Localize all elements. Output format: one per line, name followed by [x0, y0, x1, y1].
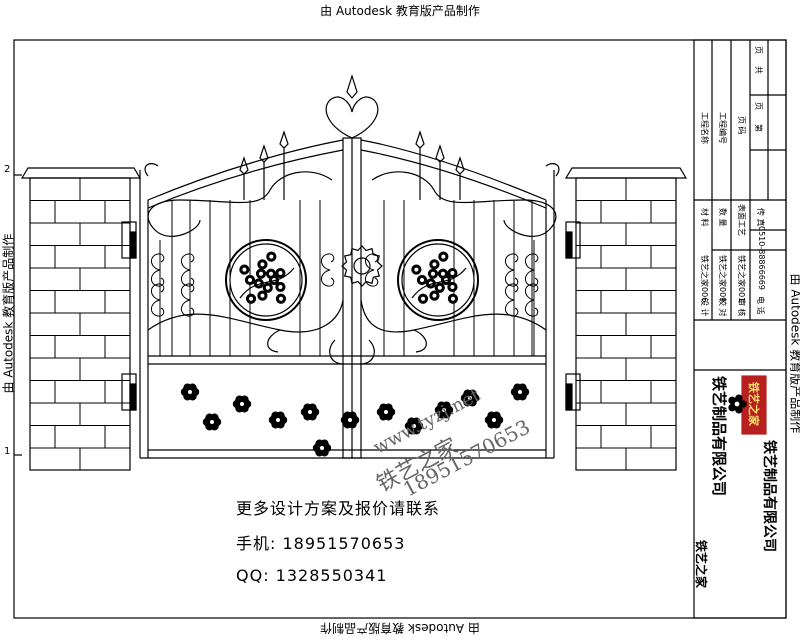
- c-scroll: [321, 253, 335, 271]
- page-label: 页 码: [737, 116, 746, 135]
- c-scroll: [181, 299, 195, 317]
- logo-petal: [728, 396, 736, 405]
- medallion-vine: [239, 267, 295, 299]
- spear-tip: [239, 156, 249, 175]
- quantity-label: 数 量: [718, 208, 727, 227]
- spear-tip: [259, 144, 269, 163]
- floral-medallion-left: [225, 239, 307, 321]
- c-scroll: [321, 269, 335, 287]
- c-scroll: [181, 283, 195, 301]
- rosette-center: [516, 388, 524, 396]
- page-unit: 页: [754, 46, 763, 54]
- c-scroll: [181, 253, 195, 271]
- contact-heading: 更多设计方案及报价请联系: [236, 499, 441, 518]
- c-scroll: [181, 269, 195, 287]
- right-pillar: [564, 167, 688, 471]
- c-scroll: [525, 269, 539, 287]
- c-scrolls: [151, 253, 539, 317]
- left-pillar: [20, 167, 142, 471]
- c-scroll: [151, 269, 165, 287]
- company-logo: [728, 375, 767, 435]
- logo-center: [733, 400, 741, 408]
- rosette-center: [186, 388, 194, 396]
- margin-mark: 1: [4, 446, 11, 457]
- gate-frame: [139, 137, 555, 459]
- check-value: 铁艺之家009: [718, 255, 727, 303]
- c-scroll: [525, 299, 539, 317]
- rosette-center: [440, 406, 448, 414]
- c-scroll: [151, 299, 165, 317]
- gate-arch: [147, 139, 547, 209]
- c-scroll: [505, 253, 519, 271]
- spear-tip: [415, 130, 425, 149]
- review-value: 铁艺之家001: [737, 255, 746, 303]
- tel-label: 电 话: [756, 296, 765, 315]
- rosette-center: [382, 408, 390, 416]
- rosette-center: [346, 416, 354, 424]
- c-scroll: [525, 283, 539, 301]
- title-block-frame: [693, 39, 787, 619]
- c-scroll: [505, 283, 519, 301]
- c-scroll: [365, 253, 379, 271]
- tel-value: 0510-88866669: [757, 226, 766, 290]
- c-scroll: [525, 253, 539, 271]
- page-no-label: 第: [754, 124, 763, 132]
- spear-tips: [239, 130, 465, 200]
- material-label: 材 料: [700, 208, 709, 227]
- rosette-center: [274, 416, 282, 424]
- page-unit: 页: [754, 102, 763, 110]
- c-scroll: [151, 283, 165, 301]
- heart-finial: [325, 73, 379, 139]
- margin-mark: 2: [4, 164, 11, 175]
- rosettes: [180, 383, 530, 457]
- floral-medallion-right: [397, 239, 479, 321]
- rosette-center: [318, 444, 326, 452]
- c-scroll: [365, 269, 379, 287]
- rosette-center: [208, 418, 216, 426]
- rosette-center: [466, 394, 474, 402]
- total-label: 共: [754, 66, 763, 74]
- project-no-label: 工程编号: [718, 112, 727, 144]
- project-name-label: 工程名称: [700, 112, 709, 144]
- company-full-name: 铁艺制品有限公司: [761, 440, 777, 552]
- gate-bars: [159, 200, 535, 356]
- design-value: 铁艺之家006: [700, 255, 709, 303]
- spear-tip: [279, 130, 289, 149]
- spear-tip: [455, 156, 465, 175]
- surface-label: 表面工艺: [737, 204, 746, 236]
- logo-petal: [728, 403, 736, 412]
- rosette-center: [490, 416, 498, 424]
- contact-phone: 手机: 18951570653: [236, 534, 406, 553]
- c-scroll: [151, 253, 165, 271]
- medallion-vine: [411, 267, 467, 299]
- c-scroll: [505, 299, 519, 317]
- logo-text: 铁艺之家: [747, 382, 760, 426]
- autodesk-watermark-top: 由 Autodesk 教育版产品制作: [320, 4, 480, 18]
- gate-hinge: [121, 221, 581, 411]
- company-name: 铁艺制品有限公司: [710, 376, 728, 497]
- c-scroll: [505, 269, 519, 287]
- fax-label: 传 真: [756, 208, 765, 227]
- spear-tip: [435, 144, 445, 163]
- rosette-center: [238, 400, 246, 408]
- logo-text-caption: 铁艺之家: [694, 540, 708, 589]
- sun-plaque: [341, 245, 383, 287]
- contact-qq: QQ: 1328550341: [236, 566, 388, 585]
- rosette-center: [306, 408, 314, 416]
- rosette-center: [410, 422, 418, 430]
